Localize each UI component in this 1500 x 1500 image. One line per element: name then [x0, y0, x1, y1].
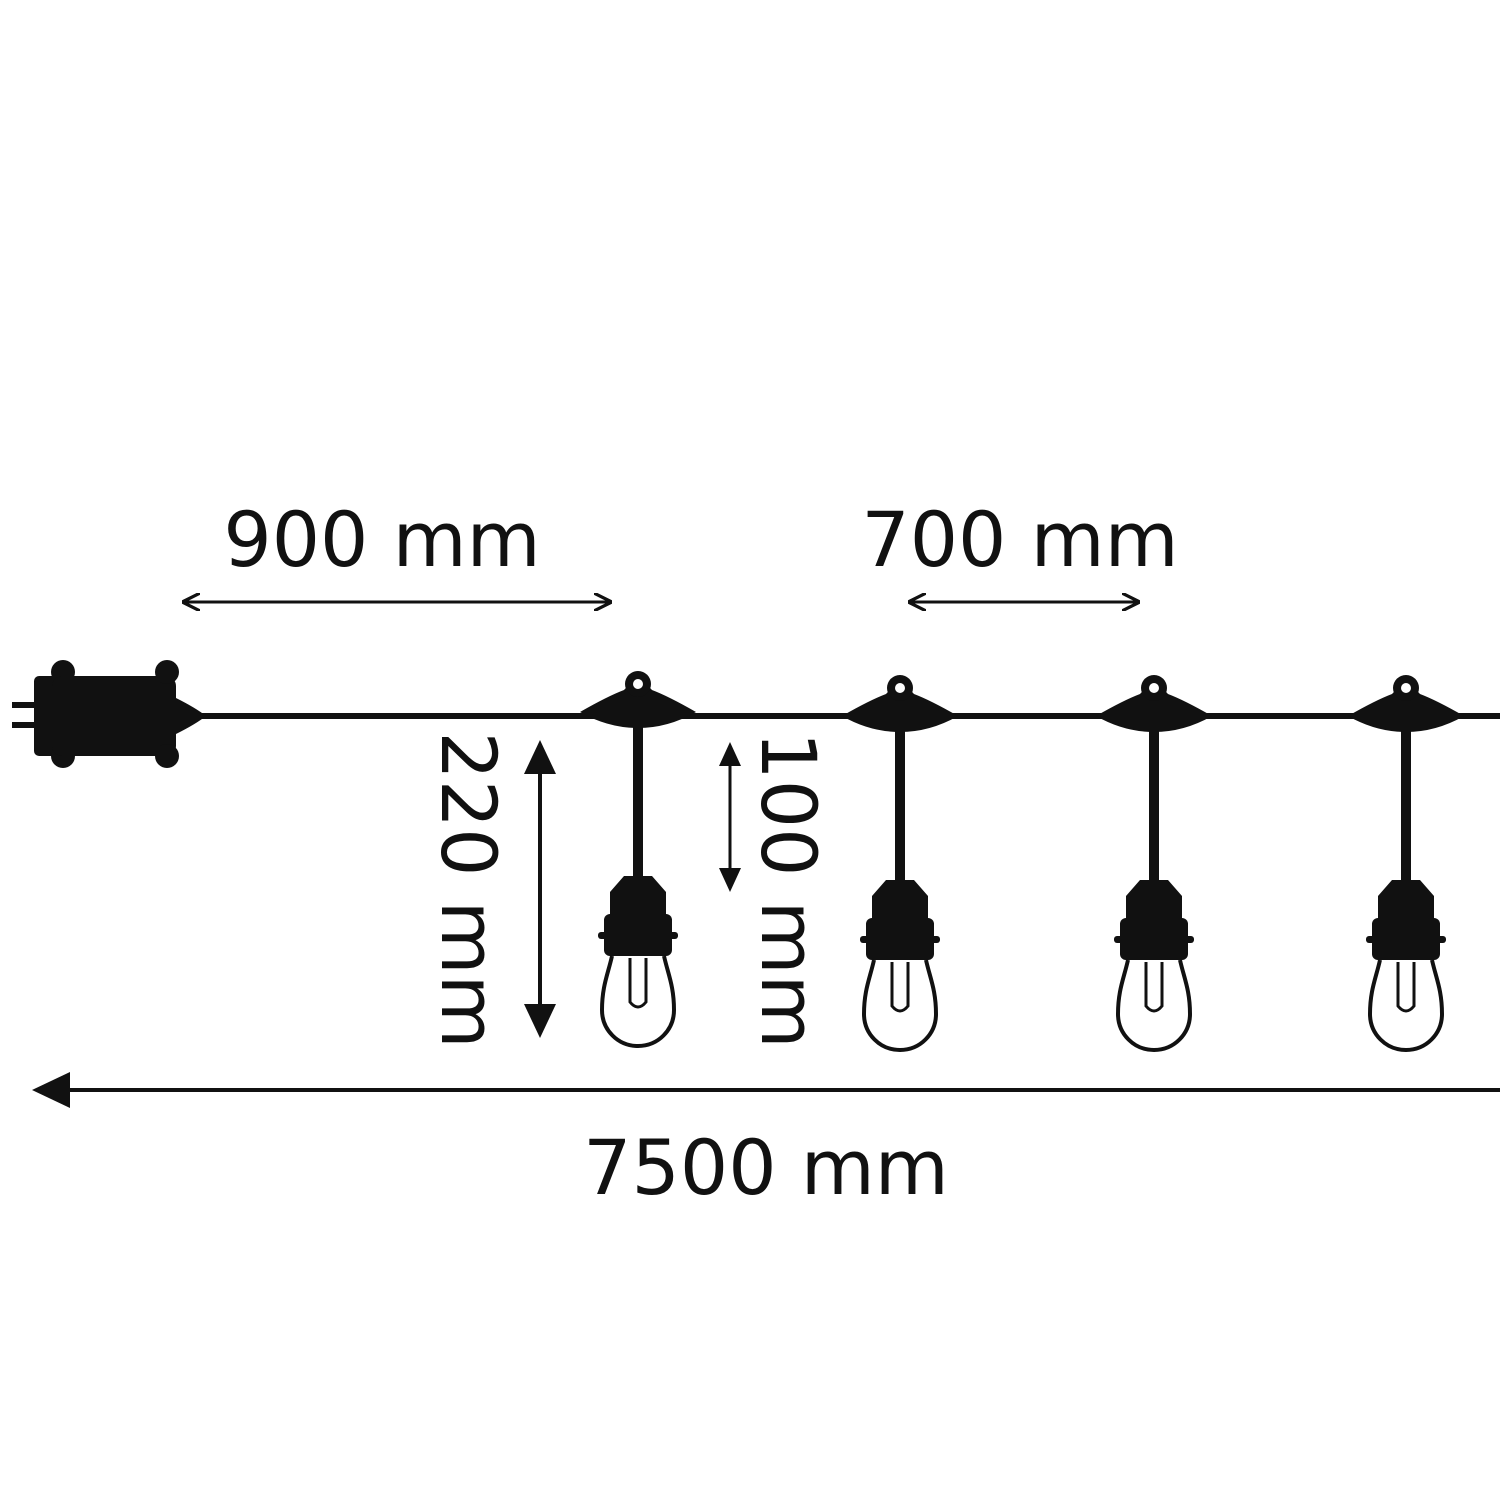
total-length-arrow: [32, 1072, 1500, 1108]
bulb-spacing-label: 700 mm: [861, 495, 1178, 584]
cord-length-arrow: [719, 742, 741, 892]
pendant-drop-arrow: [524, 740, 556, 1038]
pendant-drop-label: 220 mm: [424, 731, 513, 1048]
hanging-bulb-icon: [578, 669, 698, 1048]
hanging-bulb-icon: [840, 673, 960, 1052]
hanging-bulb-icon: [1346, 673, 1466, 1052]
lead-length-label: 900 mm: [223, 495, 540, 584]
total-length-label: 7500 mm: [583, 1123, 949, 1212]
cord-length-label: 100 mm: [744, 731, 833, 1048]
hanging-bulb-icon: [1094, 673, 1214, 1052]
plug-connector-icon: [12, 660, 206, 768]
